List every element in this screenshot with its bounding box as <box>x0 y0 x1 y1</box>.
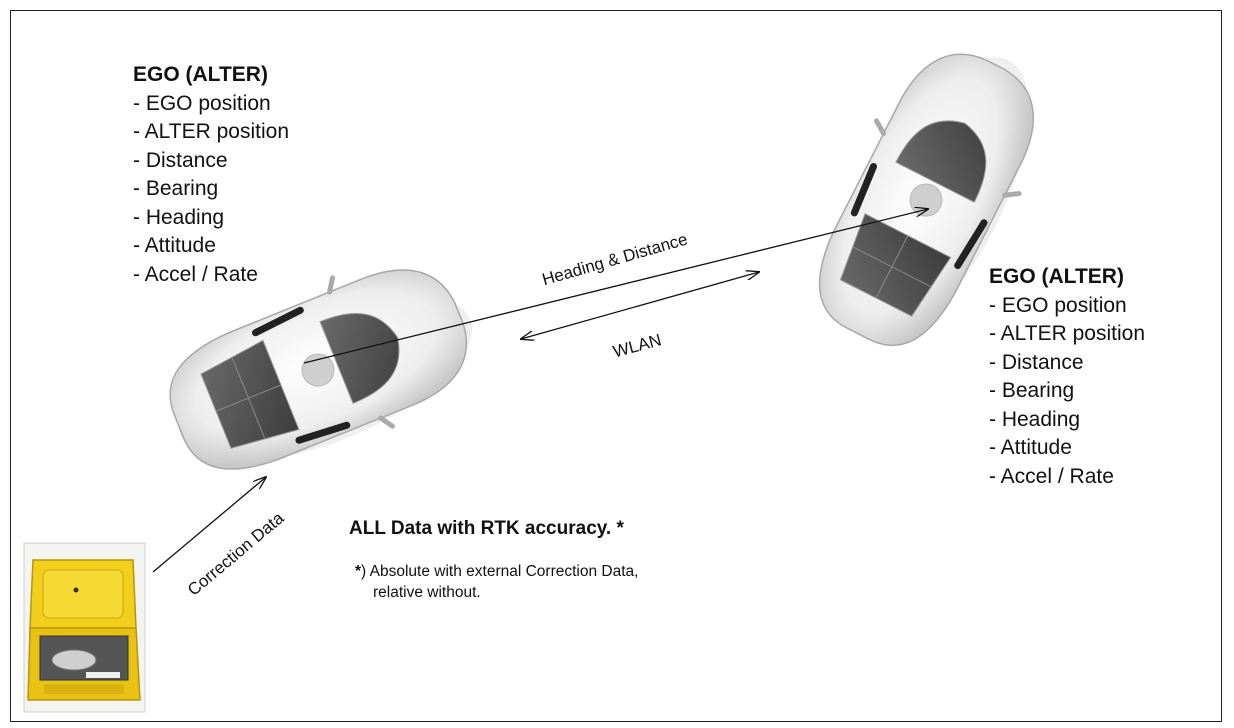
ego-info-item: - Bearing <box>989 379 1075 402</box>
accuracy-note: ALL Data with RTK accuracy. * <box>349 518 624 539</box>
footnote-marker: * <box>355 563 362 580</box>
ego-info-item: - Distance <box>989 350 1084 374</box>
ego-info-list-left: EGO (ALTER) - EGO position - ALTER posit… <box>133 61 289 289</box>
ego-info-item: - Heading <box>989 407 1081 431</box>
footnote-line-1: ) Absolute with external Correction Data… <box>361 563 639 580</box>
ego-info-item: - Attitude <box>133 234 216 257</box>
ego-info-item: - ALTER position <box>133 120 290 143</box>
base-station-case <box>23 542 146 713</box>
ego-info-title-left: EGO (ALTER) <box>133 63 268 86</box>
ego-info-item: - Heading <box>133 205 225 229</box>
footnote-line-2: relative without. <box>373 584 481 601</box>
ego-info-title-right: EGO (ALTER) <box>989 265 1124 288</box>
wlan-arrow <box>521 272 759 339</box>
ego-info-item: - Attitude <box>989 436 1072 459</box>
ego-info-item: - Distance <box>133 148 228 172</box>
ego-info-list-right: EGO (ALTER) - EGO position - ALTER posit… <box>989 263 1145 491</box>
diagram-frame <box>10 10 1222 722</box>
footnote: *) Absolute with external Correction Dat… <box>355 561 638 603</box>
correction-data-arrow <box>152 477 266 573</box>
ego-info-item: - Accel / Rate <box>989 464 1114 488</box>
ego-info-item: - EGO position <box>133 91 271 115</box>
ego-info-item: - Bearing <box>133 177 219 200</box>
ego-car-right <box>818 53 1035 347</box>
ego-info-item: - ALTER position <box>989 322 1146 345</box>
ego-info-item: - Accel / Rate <box>133 262 258 286</box>
ego-car-left <box>169 269 473 470</box>
ego-info-item: - EGO position <box>989 293 1127 317</box>
